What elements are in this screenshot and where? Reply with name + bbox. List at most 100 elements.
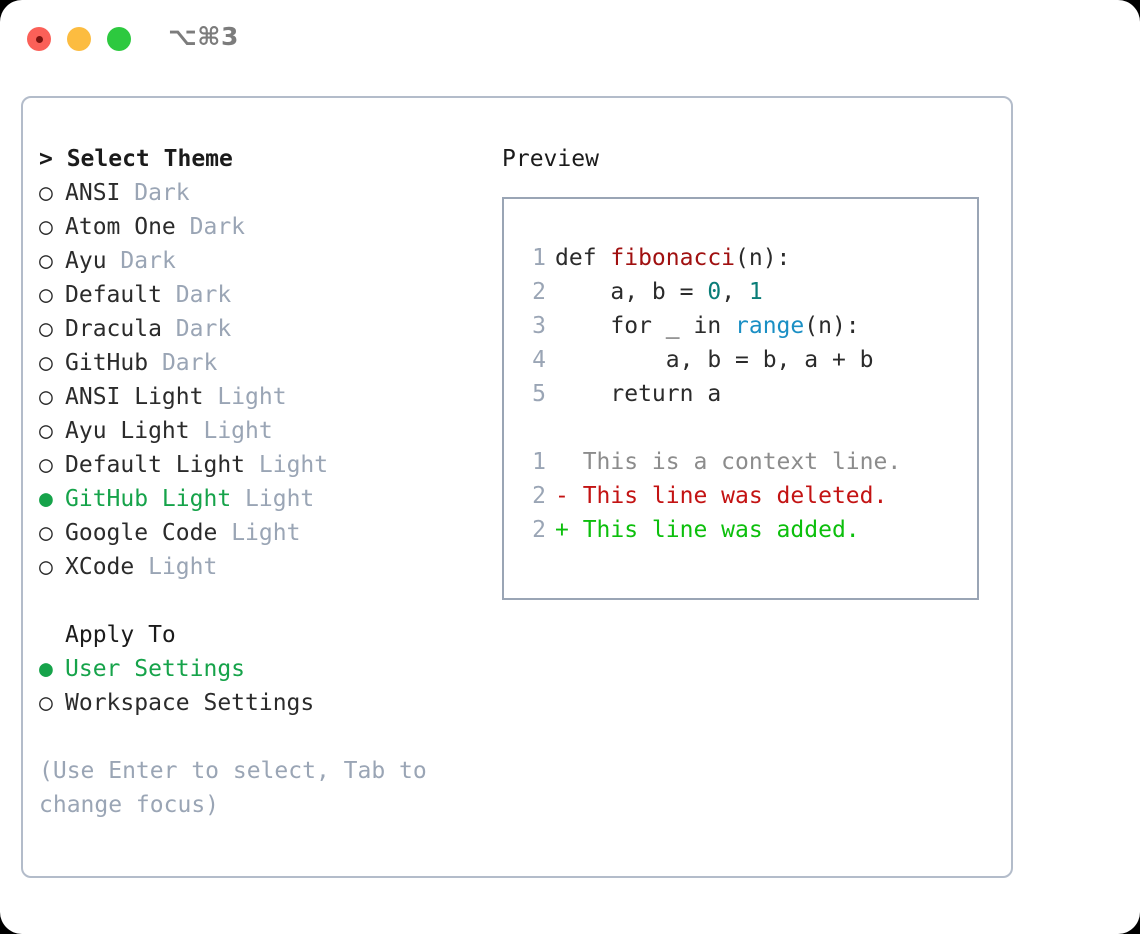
- theme-option-variant: Dark: [134, 180, 190, 206]
- theme-option-label: GitHub: [65, 350, 149, 376]
- code-diff-spacer: [504, 411, 977, 445]
- apply-to-option-list: ● User Settings ○ Workspace Settings: [39, 652, 489, 720]
- theme-option-ayu[interactable]: ○ Ayu Dark: [39, 244, 489, 278]
- apply-to-option-label: User Settings: [65, 656, 246, 682]
- radio-unselected-icon: ○: [39, 316, 53, 342]
- diff-line-added: 2 + This line was added.: [504, 513, 977, 547]
- theme-option-variant: Light: [217, 384, 287, 410]
- radio-unselected-icon: ○: [39, 180, 53, 206]
- theme-option-variant: Light: [203, 418, 273, 444]
- diff-line-deleted: 2- This line was deleted.: [504, 479, 977, 513]
- theme-option-label: Default Light: [65, 452, 246, 478]
- code-token-fn: fibonacci: [610, 245, 736, 271]
- code-token-plain: (n):: [735, 245, 791, 271]
- line-number: 4: [532, 347, 546, 373]
- line-number: 2: [532, 483, 546, 509]
- line-number: 2: [532, 517, 546, 543]
- theme-option-google-code[interactable]: ○Google Code Light: [39, 516, 489, 550]
- preview-header: Preview: [502, 146, 599, 172]
- list-spacer: [39, 584, 489, 618]
- line-number: 2: [532, 279, 546, 305]
- theme-selection-column: > Select Theme ○ANSI Dark○Atom One Dark○…: [39, 142, 489, 822]
- theme-option-variant: Light: [231, 520, 301, 546]
- theme-option-label: Google Code: [65, 520, 218, 546]
- maximize-window-button[interactable]: [107, 27, 131, 51]
- code-line: 4 a, b = b, a + b: [504, 343, 977, 377]
- code-token-plain: ,: [721, 279, 749, 305]
- theme-option-default[interactable]: ○Default Dark: [39, 278, 489, 312]
- select-theme-header: > Select Theme: [39, 146, 233, 172]
- theme-option-dracula[interactable]: ○ Dracula Dark: [39, 312, 489, 346]
- theme-option-ayu-light[interactable]: ○Ayu Light Light: [39, 414, 489, 448]
- code-line-text: a, b = 0, 1: [546, 279, 763, 305]
- theme-option-variant: Dark: [161, 350, 218, 376]
- radio-unselected-icon: ○: [39, 554, 53, 580]
- diff-line-context: 1 This is a context line.: [504, 445, 977, 479]
- code-token-plain: return a: [555, 381, 722, 407]
- theme-option-label: XCode: [65, 554, 135, 580]
- radio-unselected-icon: ○: [39, 690, 53, 716]
- code-line-text: for _ in range(n):: [546, 313, 860, 339]
- theme-option-ansi[interactable]: ○ ANSI Dark: [39, 176, 489, 210]
- theme-option-label: Dracula: [65, 316, 162, 342]
- apply-to-option-user-settings[interactable]: ● User Settings: [39, 652, 489, 686]
- apply-to-header: Apply To: [65, 622, 176, 648]
- code-line-text: def fibonacci(n):: [546, 245, 790, 271]
- theme-option-label: Atom One: [65, 214, 176, 240]
- code-token-num: 0: [707, 279, 722, 305]
- keyboard-hint-text: (Use Enter to select, Tab to change focu…: [39, 758, 427, 818]
- code-token-plain: a, b =: [555, 279, 708, 305]
- radio-unselected-icon: ○: [39, 418, 53, 444]
- theme-option-variant: Light: [245, 486, 315, 512]
- code-token-kw: def: [555, 245, 611, 271]
- theme-option-xcode[interactable]: ○ XCode Light: [39, 550, 489, 584]
- diff-sample: 1 This is a context line.2- This line wa…: [504, 445, 977, 547]
- radio-selected-icon: ●: [39, 656, 53, 682]
- line-number: 5: [532, 381, 546, 407]
- code-line-text: a, b = b, a + b: [546, 347, 874, 373]
- theme-option-variant: Dark: [189, 214, 246, 240]
- radio-unselected-icon: ○: [39, 384, 53, 410]
- diff-line-text: + This line was added.: [555, 517, 860, 543]
- line-number: 3: [532, 313, 546, 339]
- keyboard-shortcut-label: ⌥⌘3: [168, 22, 239, 51]
- theme-option-ansi-light[interactable]: ○ ANSI Light Light: [39, 380, 489, 414]
- theme-option-default-light[interactable]: ○ Default Light Light: [39, 448, 489, 482]
- theme-option-github-light[interactable]: ● GitHub Light Light: [39, 482, 489, 516]
- code-token-plain: a, b = b, a + b: [555, 347, 874, 373]
- theme-option-list: ○ANSI Dark○Atom One Dark○Ayu Dark○Defaul…: [39, 176, 489, 584]
- title-bar: ⌥⌘3: [0, 0, 1140, 78]
- theme-option-atom-one[interactable]: ○Atom One Dark: [39, 210, 489, 244]
- code-line: 2 a, b = 0, 1: [504, 275, 977, 309]
- apply-to-option-workspace-settings[interactable]: ○ Workspace Settings: [39, 686, 489, 720]
- code-token-plain: for _ in: [555, 313, 736, 339]
- radio-unselected-icon: ○: [39, 452, 53, 478]
- code-line: 5 return a: [504, 377, 977, 411]
- code-line: 3 for _ in range(n):: [504, 309, 977, 343]
- theme-option-label: Ayu: [65, 248, 107, 274]
- code-token-plain: (n):: [804, 313, 860, 339]
- apply-to-option-label: Workspace Settings: [65, 690, 315, 716]
- theme-picker-panel: > Select Theme ○ANSI Dark○Atom One Dark○…: [21, 96, 1013, 878]
- close-window-button[interactable]: [27, 27, 51, 51]
- theme-option-variant: Light: [148, 554, 218, 580]
- line-number: 1: [532, 449, 546, 475]
- theme-option-label: GitHub Light: [65, 486, 232, 512]
- code-token-num: 1: [748, 279, 763, 305]
- code-token-builtin: range: [735, 313, 805, 339]
- diff-line-text: This is a context line.: [555, 449, 902, 475]
- minimize-window-button[interactable]: [67, 27, 91, 51]
- theme-option-github[interactable]: ○GitHub Dark: [39, 346, 489, 380]
- radio-selected-icon: ●: [39, 486, 53, 512]
- theme-option-label: ANSI Light: [65, 384, 204, 410]
- theme-option-variant: Light: [258, 452, 329, 478]
- theme-option-variant: Dark: [120, 248, 176, 274]
- theme-option-label: ANSI: [65, 180, 121, 206]
- theme-option-variant: Dark: [175, 316, 232, 342]
- radio-unselected-icon: ○: [39, 248, 53, 274]
